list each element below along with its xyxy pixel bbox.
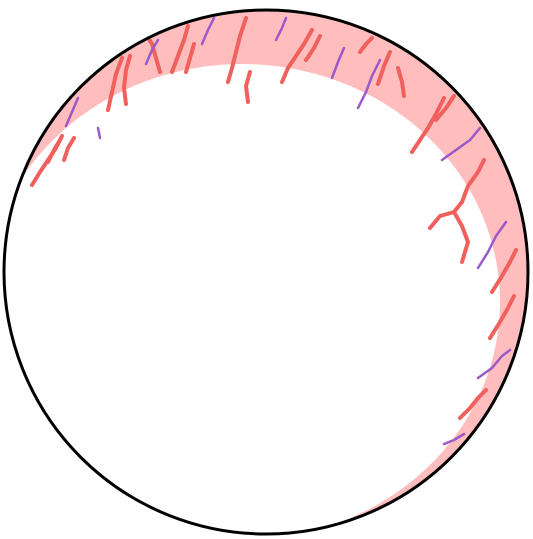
purple-vessel: [96, 126, 102, 140]
red-vessel: [376, 50, 392, 86]
red-vessel: [62, 136, 76, 162]
disc-background: [4, 10, 528, 534]
red-vessel: [244, 70, 252, 104]
red-vessel: [184, 42, 196, 74]
purple-vessel: [200, 16, 216, 46]
red-vessel: [452, 210, 470, 264]
purple-vessel: [476, 348, 512, 380]
red-vessel: [410, 96, 446, 154]
red-vessel: [170, 24, 190, 74]
purple-vessel: [356, 58, 382, 110]
red-vessel: [122, 54, 132, 106]
purple-vessel: [274, 16, 288, 42]
purple-vessel: [330, 46, 346, 80]
red-vessel: [358, 36, 374, 54]
purple-vessel: [476, 220, 508, 270]
red-vessel: [46, 138, 62, 164]
red-vessel: [304, 34, 322, 62]
red-vessel: [434, 94, 456, 122]
red-vessel: [428, 200, 464, 230]
red-vessel: [488, 294, 516, 340]
disc-outline: [2, 8, 530, 536]
red-vessel: [490, 248, 518, 294]
red-vessel: [460, 158, 486, 204]
red-vessel: [106, 56, 124, 112]
purple-vessel: [64, 96, 80, 128]
red-vessel: [226, 16, 248, 84]
purple-vessel-group: [64, 16, 512, 446]
red-vessel-group: [30, 16, 518, 420]
purple-vessel: [442, 432, 466, 446]
purple-vessel: [440, 126, 482, 162]
purple-vessel: [144, 38, 160, 66]
red-vessel: [396, 66, 406, 98]
red-vessel: [280, 28, 314, 84]
red-vessel: [458, 388, 488, 420]
